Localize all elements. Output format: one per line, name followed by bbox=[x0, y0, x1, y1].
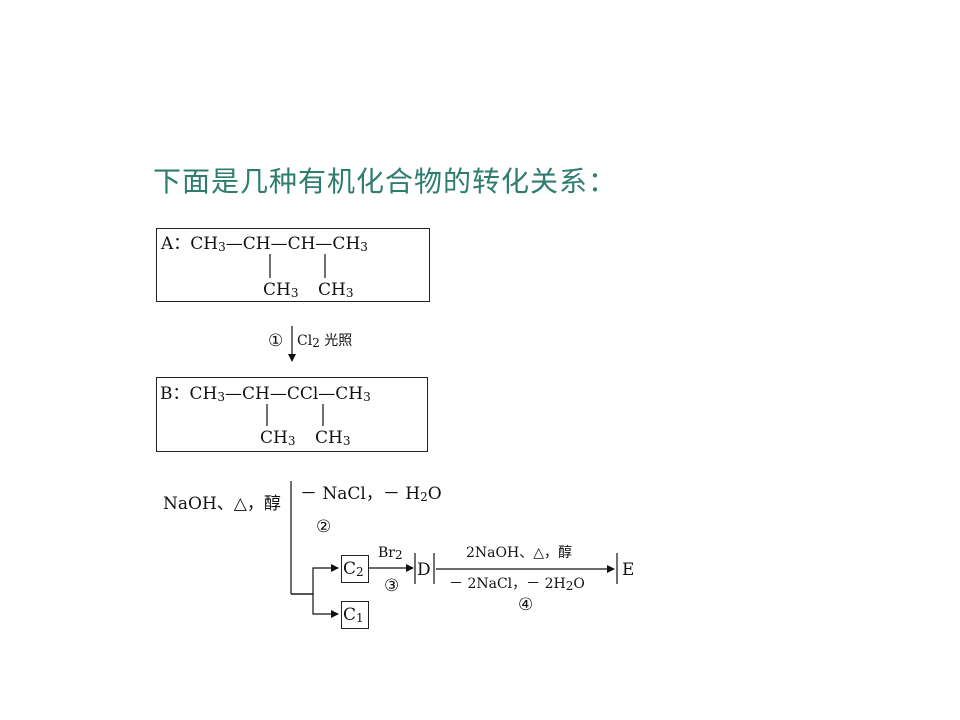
product-c1-box bbox=[341, 601, 369, 629]
product-c2-label: C2 bbox=[343, 559, 364, 579]
compound-b-branch-2: CH3 bbox=[315, 428, 351, 448]
compound-a-label: A： bbox=[161, 234, 191, 254]
step-4-below: － 2NaCl，－ 2H2O bbox=[449, 576, 585, 593]
compound-b-box bbox=[156, 377, 428, 452]
step-2-branch-c2 bbox=[291, 564, 339, 595]
compound-a-branch-2: CH3 bbox=[318, 280, 354, 300]
compound-b-branch-1: CH3 bbox=[260, 428, 296, 448]
step-2-removed: － NaCl，－ H2O bbox=[300, 484, 442, 504]
step-2-conditions: NaOH、△，醇 bbox=[163, 494, 281, 514]
page-title: 下面是几种有机化合物的转化关系： bbox=[153, 165, 618, 198]
compound-b-ch3-left: CH3 bbox=[189, 384, 225, 404]
step-3-reagent: Br2 bbox=[378, 545, 403, 562]
product-e-label: E bbox=[622, 560, 635, 580]
compound-b-formula: B：CH3—CH—CCl—CH3 bbox=[160, 384, 371, 404]
compound-b-backbone: —CH—CCl—CH3 bbox=[224, 384, 371, 404]
step-4-above: 2NaOH、△，醇 bbox=[466, 545, 572, 561]
compound-a-branch-1: CH3 bbox=[263, 280, 299, 300]
step-4-number: ④ bbox=[518, 595, 534, 615]
compound-a-backbone: —CH—CH—CH3 bbox=[225, 234, 368, 254]
compound-b-label: B： bbox=[160, 384, 190, 404]
step-3-number: ③ bbox=[384, 576, 400, 596]
step-1-number: ① bbox=[268, 331, 284, 351]
step-2-number: ② bbox=[316, 517, 332, 537]
product-d-label: D bbox=[417, 560, 431, 580]
product-c1-label: C1 bbox=[343, 605, 364, 625]
step-1-conditions: Cl2 光照 bbox=[297, 333, 353, 350]
compound-a-box bbox=[156, 228, 430, 302]
product-c2-box bbox=[341, 555, 369, 583]
compound-a-ch3-left: CH3 bbox=[190, 234, 226, 254]
compound-a-formula: A：CH3—CH—CH—CH3 bbox=[161, 234, 368, 254]
step-2-branch-c1 bbox=[291, 593, 339, 618]
